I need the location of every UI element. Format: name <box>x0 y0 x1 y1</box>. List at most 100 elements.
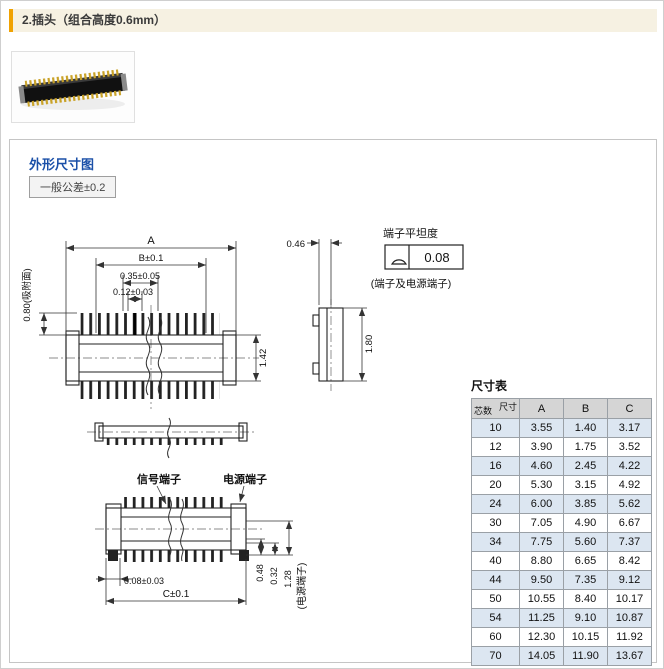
column-header-b: B <box>563 398 608 419</box>
section-header: 2.插头（组合高度0.6mm） <box>9 9 657 32</box>
cell-dim: 5.60 <box>563 532 608 552</box>
cell-dim: 11.25 <box>519 608 564 628</box>
cell-dim: 8.42 <box>607 551 652 571</box>
bottom-top-pins <box>124 497 229 508</box>
cell-dim: 2.45 <box>563 456 608 476</box>
dim-label-pin-width: 0.12±0.03 <box>113 287 153 297</box>
flatness-symbol-icon <box>390 259 408 265</box>
bottom-bottom-pins <box>124 550 229 562</box>
cell-cores: 16 <box>471 456 520 476</box>
dim-label-180: 1.80 <box>364 335 375 354</box>
cell-dim: 9.50 <box>519 570 564 590</box>
cell-dim: 6.67 <box>607 513 652 533</box>
dimension-drawing: A B±0.1 0.35±0.05 0.12±0.03 0.80(吸附面) 1.… <box>21 226 464 610</box>
dim-label-128: 1.28 <box>283 570 293 588</box>
power-pad-left <box>108 550 118 561</box>
cell-dim: 1.75 <box>563 437 608 457</box>
cell-dim: 8.80 <box>519 551 564 571</box>
dim-label-b: B±0.1 <box>139 253 164 264</box>
front-bottom-pins <box>80 381 220 399</box>
cell-dim: 4.22 <box>607 456 652 476</box>
flatness-title: 端子平坦度 <box>383 226 438 240</box>
section-title: 2.插头（组合高度0.6mm） <box>22 13 167 27</box>
cell-cores: 60 <box>471 627 520 647</box>
cell-dim: 10.55 <box>519 589 564 609</box>
cell-dim: 3.52 <box>607 437 652 457</box>
dim-label-048: 0.48 <box>255 564 265 582</box>
break-lines <box>145 316 184 562</box>
cell-dim: 3.90 <box>519 437 564 457</box>
cell-dim: 3.15 <box>563 475 608 495</box>
extension-lines <box>39 239 367 605</box>
cell-dim: 1.40 <box>563 418 608 438</box>
panel-title: 外形尺寸图 <box>29 157 95 172</box>
power-pad-right <box>239 550 249 561</box>
cell-cores: 40 <box>471 551 520 571</box>
flatness-value: 0.08 <box>424 250 449 265</box>
cell-cores: 54 <box>471 608 520 628</box>
cell-dim: 5.62 <box>607 494 652 514</box>
dim-label-032: 0.32 <box>269 567 279 585</box>
cell-dim: 6.65 <box>563 551 608 571</box>
cell-dim: 7.05 <box>519 513 564 533</box>
dim-label-a: A <box>147 235 155 247</box>
cell-cores: 12 <box>471 437 520 457</box>
side-view <box>312 307 344 382</box>
power-terminal-label: 电源端子 <box>223 472 267 486</box>
size-table-header-row: 尺寸 芯数 A B C <box>471 398 652 419</box>
cell-dim: 10.87 <box>607 608 652 628</box>
dim-label-142: 1.42 <box>258 349 269 368</box>
power-terminal-note: (电源端子) <box>295 563 308 610</box>
cell-cores: 30 <box>471 513 520 533</box>
cell-dim: 9.12 <box>607 570 652 590</box>
cell-dim: 10.15 <box>563 627 608 647</box>
cell-dim: 4.90 <box>563 513 608 533</box>
cell-dim: 14.05 <box>519 646 564 666</box>
strip-teeth <box>106 438 229 445</box>
flatness-note: (端子及电源端子) <box>371 277 452 290</box>
cell-dim: 3.55 <box>519 418 564 438</box>
column-header-c: C <box>607 398 652 419</box>
tolerance-note: 一般公差±0.2 <box>29 176 117 198</box>
cell-dim: 5.30 <box>519 475 564 495</box>
corner-label-dimension: 尺寸 <box>498 402 517 412</box>
cell-dim: 3.85 <box>563 494 608 514</box>
cell-cores: 24 <box>471 494 520 514</box>
cell-cores: 10 <box>471 418 520 438</box>
cell-dim: 6.00 <box>519 494 564 514</box>
cell-dim: 4.60 <box>519 456 564 476</box>
cell-cores: 50 <box>471 589 520 609</box>
dim-label-c: C±0.1 <box>163 589 190 600</box>
cell-dim: 7.75 <box>519 532 564 552</box>
cell-cores: 34 <box>471 532 520 552</box>
cell-dim: 7.35 <box>563 570 608 590</box>
cell-dim: 3.17 <box>607 418 652 438</box>
cell-dim: 11.92 <box>607 627 652 647</box>
product-photo <box>11 51 135 123</box>
measured-pin <box>133 313 137 335</box>
cell-dim: 10.17 <box>607 589 652 609</box>
cell-dim: 9.10 <box>563 608 608 628</box>
cell-dim: 13.67 <box>607 646 652 666</box>
cell-dim: 12.30 <box>519 627 564 647</box>
size-table-title: 尺寸表 <box>471 379 508 393</box>
cell-dim: 8.40 <box>563 589 608 609</box>
dim-label-suction-face: 0.80(吸附面) <box>21 268 33 321</box>
corner-label-cores: 芯数 <box>474 406 493 416</box>
signal-terminal-label: 信号端子 <box>137 472 181 486</box>
